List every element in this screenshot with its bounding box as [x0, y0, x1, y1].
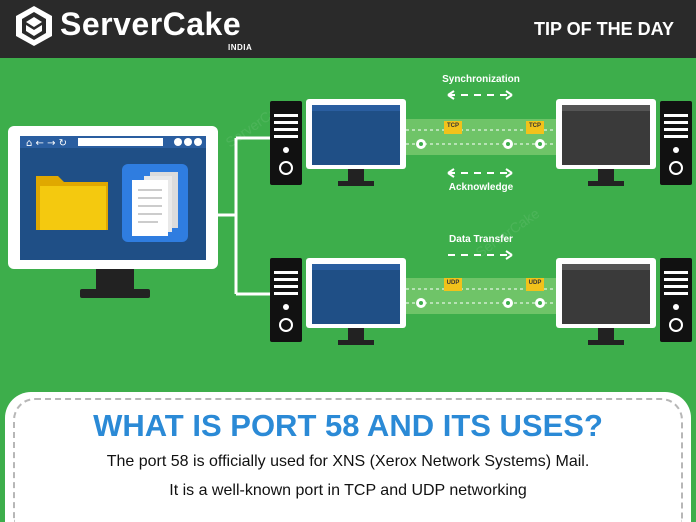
documents-icon — [122, 164, 188, 242]
ack-arrow-icon — [447, 168, 513, 178]
description-line-2: It is a well-known port in TCP and UDP n… — [169, 482, 527, 499]
server-tower-icon — [660, 258, 692, 342]
monitor-icon — [556, 99, 656, 186]
udp-tag-right — [526, 278, 544, 291]
monitor-icon — [306, 258, 406, 345]
tcp-label-right: TCP — [529, 123, 541, 129]
udp-label-left: UDP — [446, 280, 460, 286]
info-card — [5, 392, 691, 522]
info-panel: WHAT IS PORT 58 AND ITS USES? The port 5… — [0, 390, 696, 522]
dashed-border — [13, 398, 683, 522]
transfer-label: Data Transfer — [449, 234, 513, 245]
sync-arrow-icon — [447, 90, 513, 100]
tip-of-the-day: TIP OF THE DAY — [533, 19, 674, 39]
description-line-1: The port 58 is officially used for XNS (… — [106, 453, 590, 470]
ack-label: Acknowledge — [448, 182, 514, 193]
folder-icon — [36, 176, 108, 230]
server-tower-icon — [270, 258, 302, 342]
header-bar: ServerCake INDIA TIP OF THE DAY — [0, 0, 696, 58]
server-tower-icon — [660, 101, 692, 185]
tcp-label-left: TCP — [447, 123, 459, 129]
brand-subtitle: INDIA — [228, 43, 253, 52]
server-tower-icon — [270, 101, 302, 185]
brand-name: ServerCake — [60, 6, 242, 42]
tcp-tag-right — [526, 121, 544, 134]
transfer-arrow-icon — [448, 250, 513, 260]
tcp-tag-left — [444, 121, 462, 134]
sync-label: Synchronization — [442, 74, 520, 85]
monitor-icon — [556, 258, 656, 345]
network-diagram: ServerCake ServerCake ⌂ ← → ↻ — [0, 58, 696, 390]
headline: WHAT IS PORT 58 AND ITS USES? — [93, 408, 603, 443]
connector-lines — [218, 136, 270, 296]
monitor-icon — [306, 99, 406, 186]
svg-text:⌂ ← → ↻: ⌂ ← → ↻ — [26, 138, 67, 149]
udp-tag-left — [444, 278, 462, 291]
udp-label-right: UDP — [528, 280, 542, 286]
servercake-logo-icon — [16, 6, 52, 46]
